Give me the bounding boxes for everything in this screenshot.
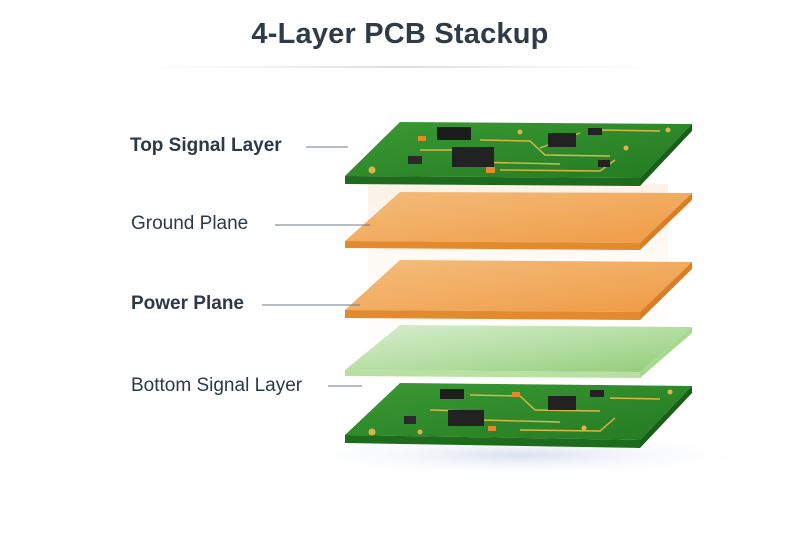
bottom-signal-layer-board	[345, 383, 692, 448]
label-power-plane: Power Plane	[131, 293, 244, 314]
chip-icon	[437, 127, 471, 140]
power-plane-layer	[345, 260, 692, 320]
chip-icon	[548, 396, 576, 410]
chip-icon	[588, 128, 602, 135]
chip-icon	[548, 133, 576, 147]
chip-icon	[448, 410, 484, 426]
chip-icon	[452, 147, 494, 167]
dielectric-layer	[345, 325, 692, 378]
top-signal-layer-board	[345, 122, 692, 186]
ground-plane-layer	[345, 192, 692, 250]
chip-icon	[590, 390, 604, 397]
label-ground-plane: Ground Plane	[131, 213, 249, 234]
title-divider	[140, 66, 660, 68]
label-top-signal-layer: Top Signal Layer	[130, 135, 282, 156]
diagram-title: 4-Layer PCB Stackup	[251, 18, 549, 50]
chip-icon	[440, 389, 464, 399]
label-bottom-signal-layer: Bottom Signal Layer	[131, 375, 303, 396]
